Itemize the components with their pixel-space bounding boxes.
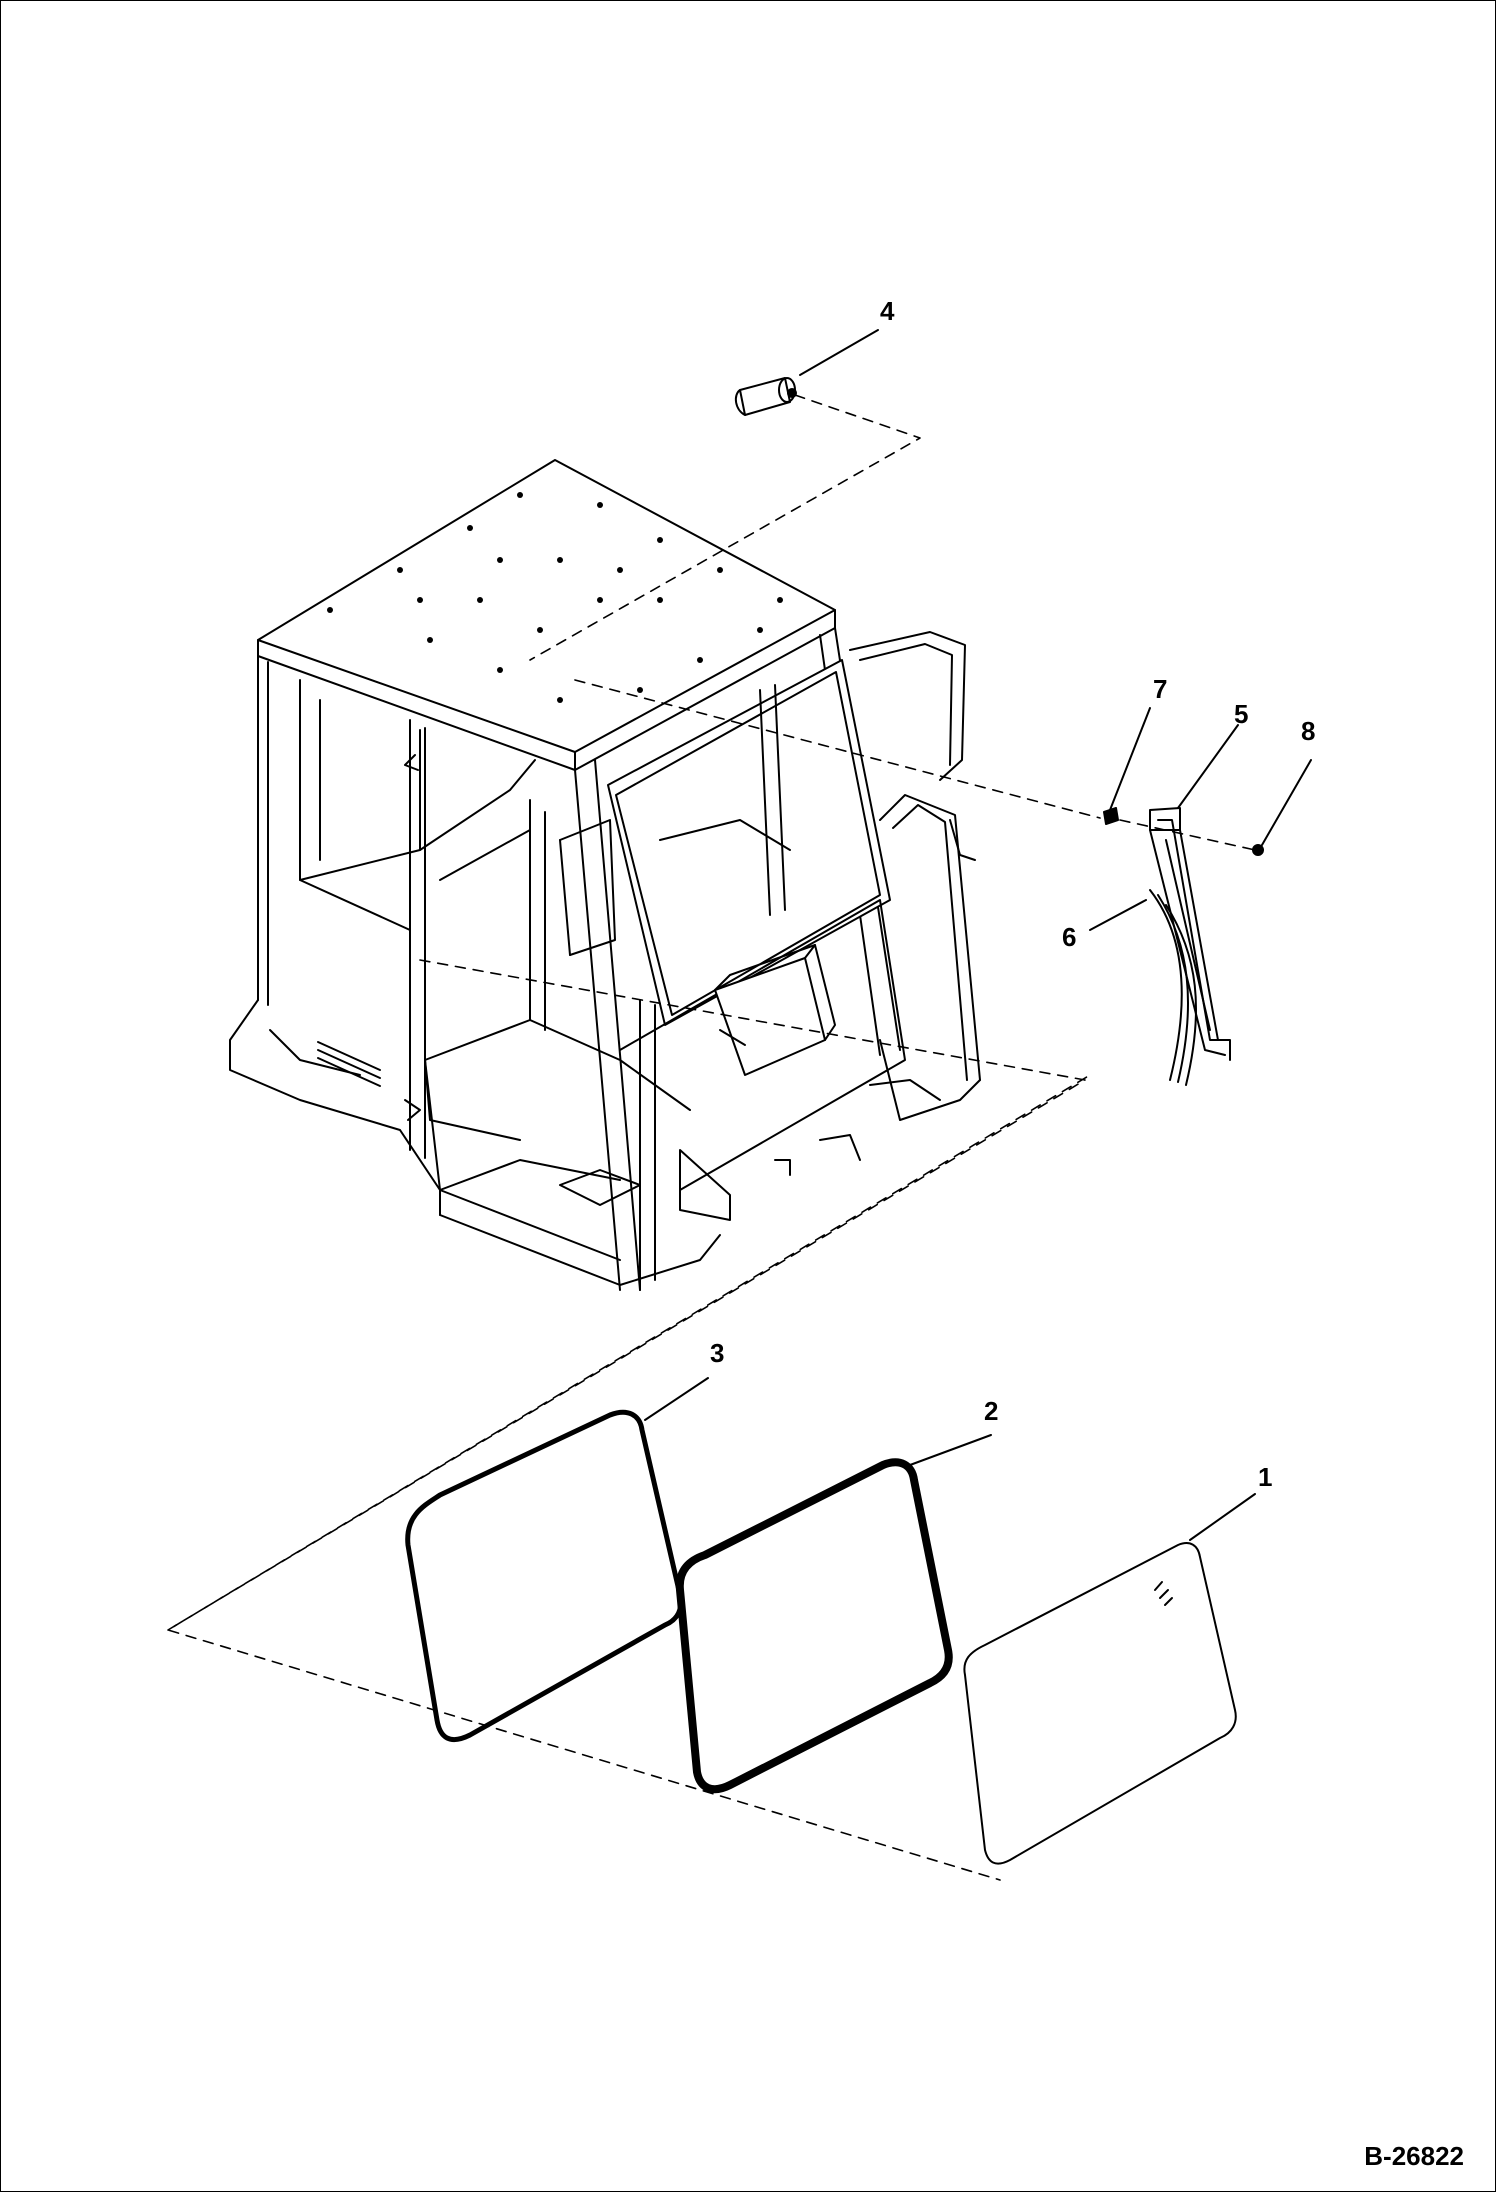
callout-8: 8 (1301, 716, 1315, 746)
callout-7: 7 (1153, 674, 1167, 704)
wiper-blade (1149, 889, 1198, 1086)
wiper-motor (734, 377, 797, 416)
callout-leaders (644, 329, 1312, 1541)
callout-2: 2 (984, 1396, 998, 1426)
callout-6: 6 (1062, 922, 1076, 952)
window-seal (405, 1409, 684, 1742)
wiper-cap (1252, 844, 1264, 856)
callout-4: 4 (880, 296, 895, 326)
callout-3: 3 (710, 1338, 724, 1368)
callout-numbers: 4 7 5 8 6 3 2 1 (710, 296, 1315, 1492)
control-box (679, 944, 861, 1221)
drawing-number: B-26822 (1364, 2141, 1464, 2171)
callout-5: 5 (1234, 699, 1248, 729)
cab-left-side (229, 655, 536, 1216)
cab-floor (424, 799, 721, 1286)
callout-1: 1 (1258, 1462, 1272, 1492)
cab-side-console (849, 631, 981, 1121)
wiper-nut (1103, 807, 1119, 825)
window-gasket (675, 1458, 953, 1794)
assembly-lines (167, 394, 1256, 1881)
glass-pane (963, 1542, 1237, 1865)
wiper-arm (1149, 807, 1231, 1061)
cab-front-frame (559, 627, 906, 1291)
cab-roof (257, 459, 836, 771)
